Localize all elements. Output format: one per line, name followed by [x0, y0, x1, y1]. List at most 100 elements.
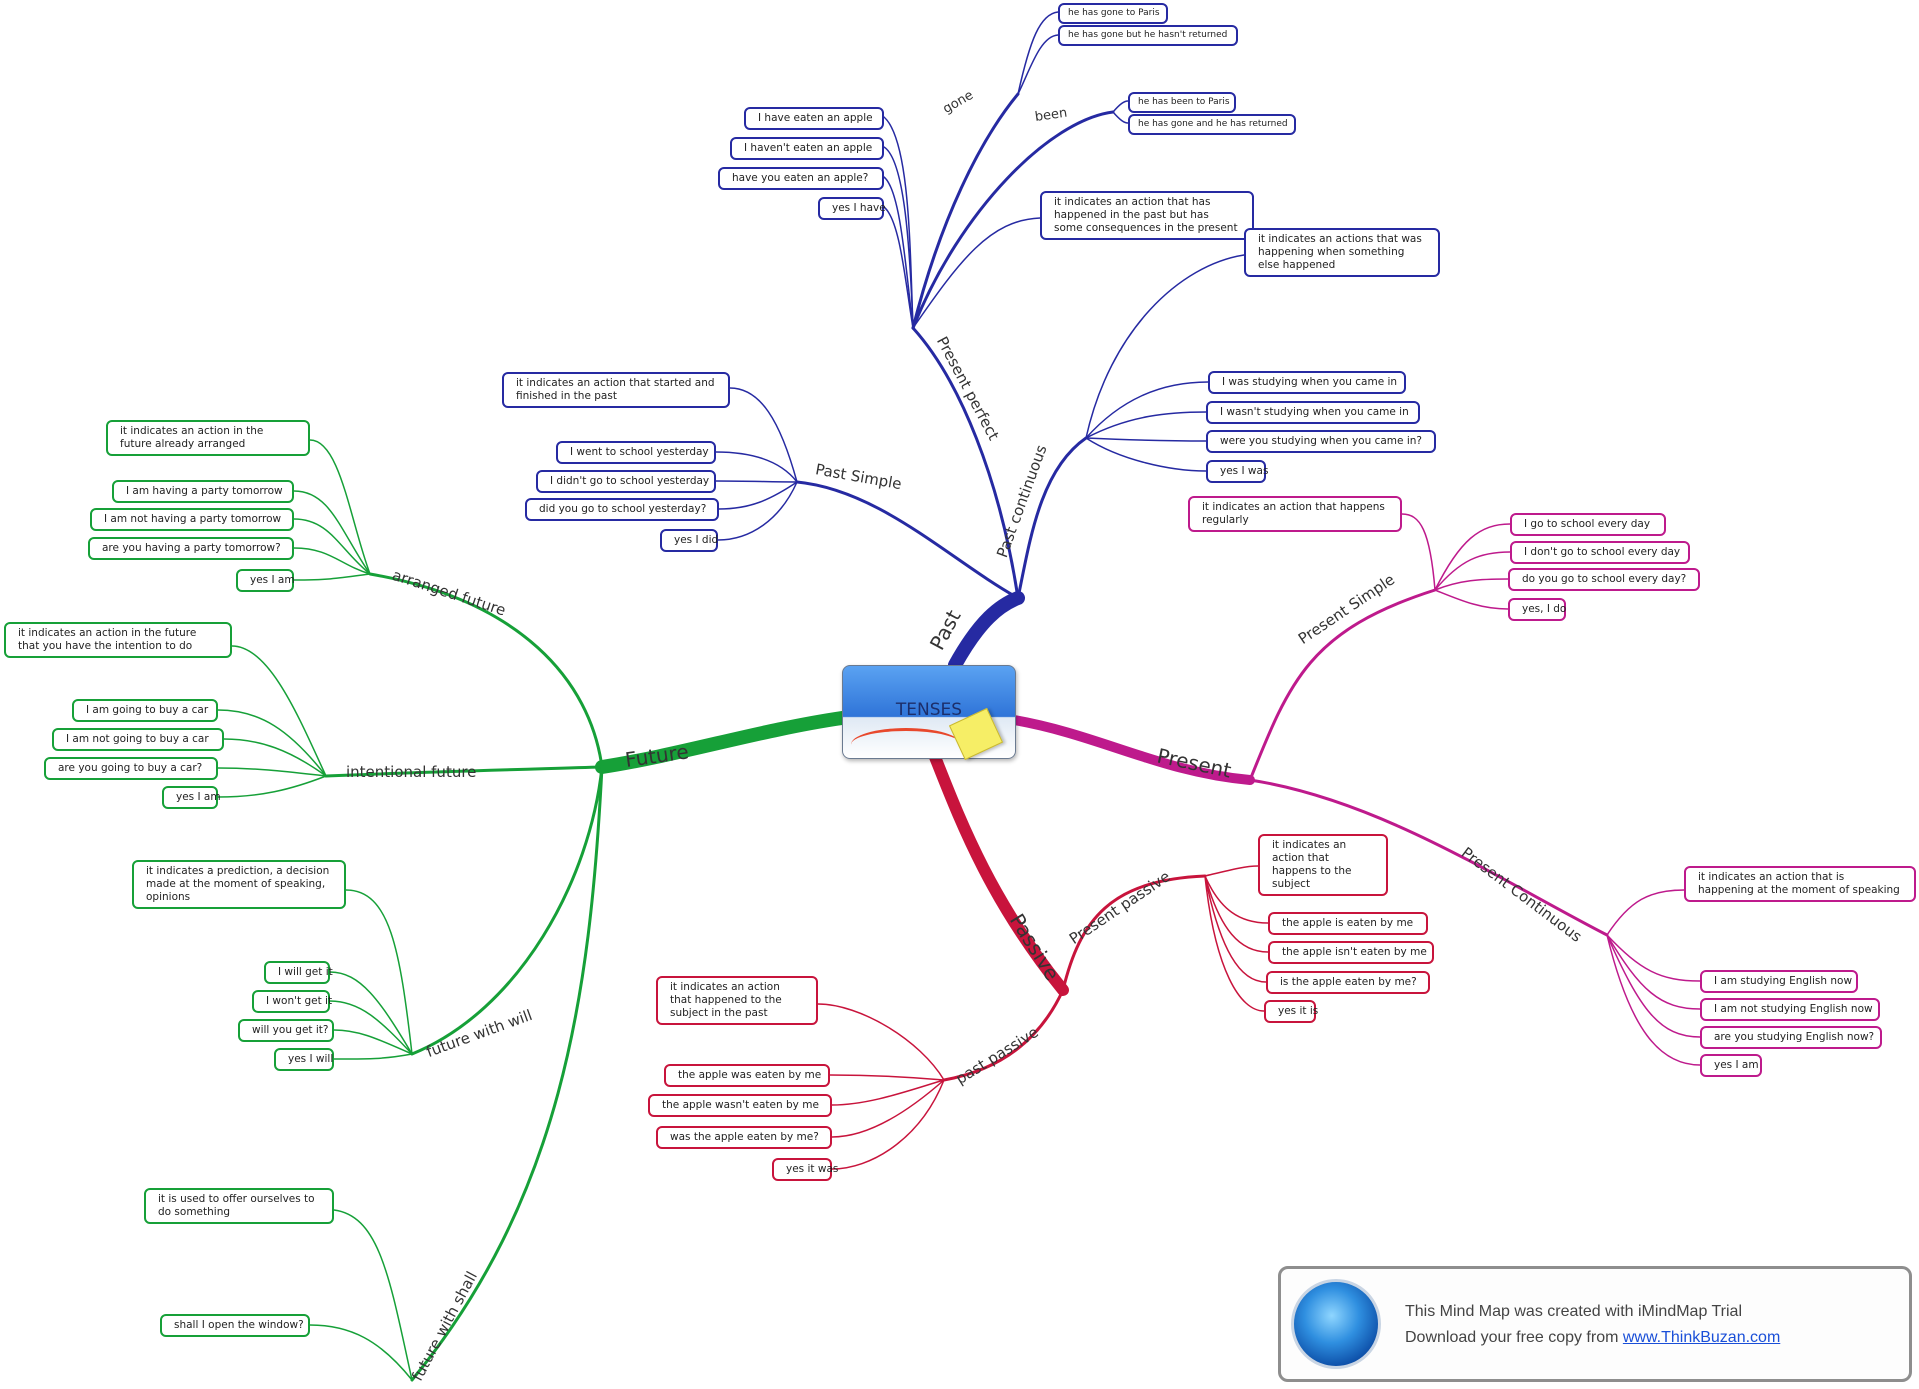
topic-node-pc-3[interactable]: were you studying when you came in?	[1206, 430, 1436, 453]
topic-node-gone-2[interactable]: he has gone but he hasn't returned	[1058, 25, 1238, 46]
connector-line	[717, 481, 798, 541]
topic-node-prp-2[interactable]: the apple isn't eaten by me	[1268, 941, 1434, 964]
topic-node-ps-def[interactable]: it indicates an action that started and …	[502, 372, 730, 408]
topic-node-if-2[interactable]: I am not going to buy a car	[52, 728, 224, 751]
topic-node-been-2[interactable]: he has gone and he has returned	[1128, 114, 1296, 135]
connector-line	[1434, 523, 1511, 591]
topic-node-pp-3[interactable]: have you eaten an apple?	[718, 167, 884, 190]
topic-node-ps-2[interactable]: I didn't go to school yesterday	[536, 470, 716, 493]
topic-node-prs-4[interactable]: yes, I do	[1508, 598, 1566, 621]
connector-line	[217, 709, 327, 777]
topic-node-fw-3[interactable]: will you get it?	[238, 1019, 334, 1042]
branch-label-intentional-future[interactable]: intentional future	[346, 763, 477, 781]
topic-node-pap-2[interactable]: the apple wasn't eaten by me	[648, 1094, 832, 1117]
topic-node-pap-1[interactable]: the apple was eaten by me	[664, 1064, 830, 1087]
connector-line	[293, 490, 371, 575]
topic-node-prc-def[interactable]: it indicates an action that is happening…	[1684, 866, 1916, 902]
connector-line	[1606, 889, 1685, 936]
topic-node-af-2[interactable]: I am not having a party tomorrow	[90, 508, 294, 531]
connector-line	[831, 1079, 945, 1138]
topic-node-prc-4[interactable]: yes I am	[1700, 1054, 1762, 1077]
topic-node-prs-3[interactable]: do you go to school every day?	[1508, 568, 1700, 591]
topic-node-fs-1[interactable]: shall I open the window?	[160, 1314, 310, 1337]
central-topic-title: TENSES	[895, 700, 963, 720]
topic-node-pp-2[interactable]: I haven't eaten an apple	[730, 137, 884, 160]
topic-node-pc-1[interactable]: I was studying when you came in	[1208, 371, 1406, 394]
topic-node-prc-1[interactable]: I am studying English now	[1700, 970, 1858, 993]
main-branch-future	[595, 711, 849, 774]
topic-node-pc-4[interactable]: yes I was	[1206, 460, 1268, 483]
topic-node-prp-def[interactable]: it indicates an action that happens to t…	[1258, 834, 1388, 896]
connector-line	[1085, 254, 1245, 439]
topic-node-af-1[interactable]: I am having a party tomorrow	[112, 480, 294, 503]
topic-node-pap-def[interactable]: it indicates an action that happened to …	[656, 976, 818, 1025]
topic-node-if-4[interactable]: yes I am	[162, 786, 221, 809]
topic-node-prp-1[interactable]: the apple is eaten by me	[1268, 912, 1428, 935]
topic-node-prp-4[interactable]: yes it is	[1264, 1000, 1318, 1023]
topic-node-pp-def[interactable]: it indicates an action that has happened…	[1040, 191, 1254, 240]
topic-node-if-3[interactable]: are you going to buy a car?	[44, 757, 218, 780]
banner-line-1: This Mind Map was created with iMindMap …	[1405, 1303, 1743, 1320]
topic-node-pp-1[interactable]: I have eaten an apple	[744, 107, 884, 130]
connector-line	[883, 176, 914, 329]
connector-line	[829, 1074, 945, 1081]
connector-line	[715, 480, 798, 483]
topic-node-fw-def[interactable]: it indicates a prediction, a decision ma…	[132, 860, 346, 909]
topic-node-prc-2[interactable]: I am not studying English now	[1700, 998, 1880, 1021]
connector-line	[715, 451, 798, 483]
topic-node-gone-1[interactable]: he has gone to Paris	[1058, 3, 1168, 24]
topic-node-pap-3[interactable]: was the apple eaten by me?	[656, 1126, 832, 1149]
topic-node-fs-def[interactable]: it is used to offer ourselves to do some…	[144, 1188, 334, 1224]
connector-line	[795, 480, 1020, 600]
connector-line	[223, 738, 327, 777]
topic-node-fw-4[interactable]: yes I will	[274, 1048, 334, 1071]
connector-line	[293, 573, 371, 581]
topic-node-been-1[interactable]: he has been to Paris	[1128, 92, 1236, 113]
topic-node-prs-2[interactable]: I don't go to school every day	[1510, 541, 1690, 564]
main-branch-present	[1009, 715, 1255, 785]
topic-node-fw-2[interactable]: I won't get it	[252, 990, 332, 1013]
connector-line	[333, 1029, 413, 1055]
connector-line	[1112, 111, 1129, 124]
topic-node-prs-1[interactable]: I go to school every day	[1510, 513, 1666, 536]
connector-line	[329, 971, 413, 1055]
topic-node-prc-3[interactable]: are you studying English now?	[1700, 1026, 1882, 1049]
topic-node-prs-def[interactable]: it indicates an action that happens regu…	[1188, 496, 1402, 532]
thinkbuzan-link[interactable]: www.ThinkBuzan.com	[1622, 1329, 1781, 1346]
connector-line	[1204, 875, 1269, 924]
topic-node-af-def[interactable]: it indicates an action in the future alr…	[106, 420, 310, 456]
connector-line	[345, 889, 413, 1055]
topic-node-prp-3[interactable]: is the apple eaten by me?	[1266, 971, 1430, 994]
connector-line	[410, 765, 604, 1056]
topic-node-pp-4[interactable]: yes I have	[818, 197, 886, 220]
connector-line	[1248, 588, 1437, 782]
topic-node-pc-2[interactable]: I wasn't studying when you came in	[1206, 401, 1420, 424]
banner-line-2: Download your free copy from www.ThinkBu…	[1405, 1329, 1780, 1347]
topic-node-pc-def[interactable]: it indicates an actions that was happeni…	[1244, 228, 1440, 277]
topic-node-if-1[interactable]: I am going to buy a car	[72, 699, 218, 722]
connector-line	[1017, 11, 1059, 95]
connector-line	[1085, 437, 1207, 442]
connector-line	[1248, 778, 1609, 937]
connector-line	[831, 1079, 945, 1106]
connector-line	[1204, 875, 1269, 953]
topic-node-ps-4[interactable]: yes I did	[660, 529, 718, 552]
connector-line	[1017, 34, 1059, 95]
connector-line	[333, 1209, 413, 1381]
connector-line	[1606, 934, 1701, 982]
topic-node-af-3[interactable]: are you having a party tomorrow?	[88, 537, 294, 560]
topic-node-fw-1[interactable]: I will get it	[264, 961, 333, 984]
topic-node-ps-3[interactable]: did you go to school yesterday?	[525, 498, 719, 521]
connector-line	[368, 572, 604, 769]
topic-node-ps-1[interactable]: I went to school yesterday	[556, 441, 716, 464]
connector-line	[729, 387, 798, 483]
topic-node-if-def[interactable]: it indicates an action in the future tha…	[4, 622, 232, 658]
topic-node-pap-4[interactable]: yes it was	[772, 1158, 838, 1181]
connector-line	[1112, 100, 1129, 113]
connector-line	[217, 767, 327, 777]
topic-node-af-4[interactable]: yes I am	[236, 569, 295, 592]
connector-line	[231, 645, 327, 777]
connector-line	[1085, 411, 1207, 439]
